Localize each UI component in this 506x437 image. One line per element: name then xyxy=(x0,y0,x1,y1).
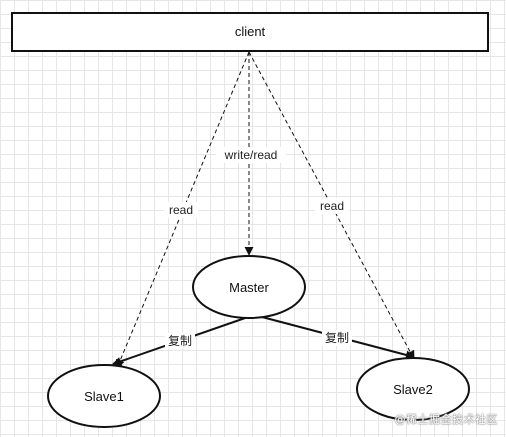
replicate-right-label-bg xyxy=(322,330,352,346)
slave1-node: Slave1 xyxy=(47,364,161,428)
replicate-left-label-bg xyxy=(165,333,195,349)
client-edge-labels: write/read read read xyxy=(164,147,349,218)
replicate-right-label: 复制 xyxy=(325,331,349,345)
replicate-left-label: 复制 xyxy=(168,334,192,348)
replication-edges: 复制 复制 xyxy=(112,316,415,366)
client-edges xyxy=(115,51,415,369)
slave2-node: Slave2 xyxy=(356,357,470,421)
master-ellipse xyxy=(192,255,306,319)
client-to-slave2-edge xyxy=(248,51,415,360)
read-left-label-bg xyxy=(164,202,198,218)
master-node: Master xyxy=(192,255,306,319)
client-box xyxy=(11,12,489,52)
read-right-label: read xyxy=(320,199,344,213)
slave1-label: Slave1 xyxy=(84,389,124,404)
slave2-label: Slave2 xyxy=(393,382,433,397)
write-read-label-bg xyxy=(216,147,286,163)
watermark: @稀土掘金技术社区 xyxy=(394,413,498,426)
read-left-label: read xyxy=(169,203,193,217)
master-label: Master xyxy=(229,280,269,295)
client-label: client xyxy=(235,24,266,39)
read-right-label-bg xyxy=(315,198,349,214)
slave2-ellipse xyxy=(356,357,470,421)
write-read-label: write/read xyxy=(224,148,278,162)
client-node: client xyxy=(11,12,489,52)
slave1-ellipse xyxy=(47,364,161,428)
